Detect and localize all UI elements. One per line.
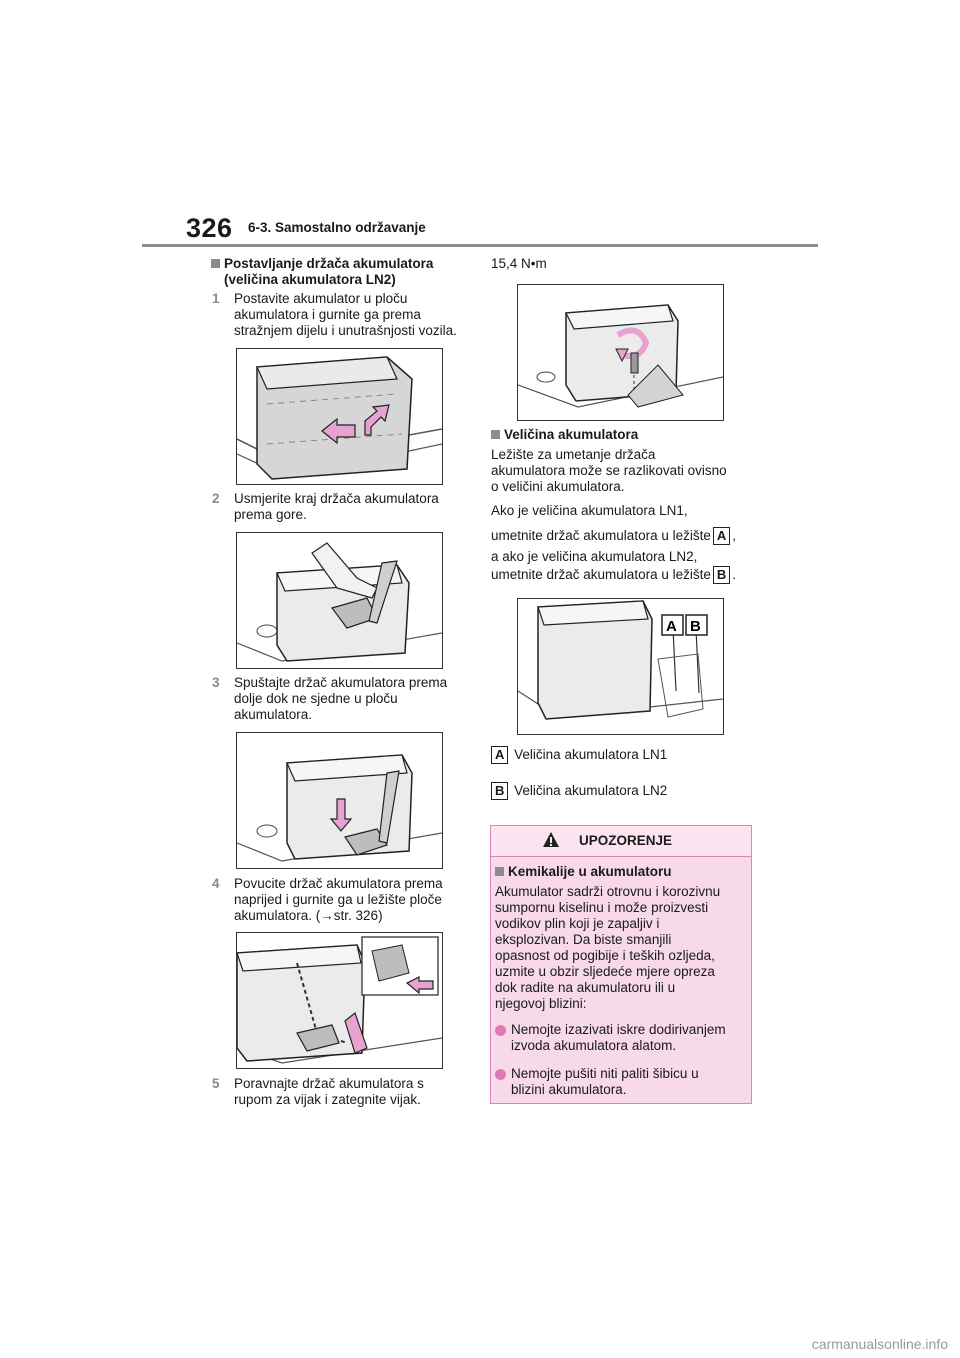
- illustration-size: A B: [517, 598, 724, 735]
- step-4: 4 Povucite držač akumulatora prema napri…: [212, 876, 443, 923]
- bolt-tighten-illustration: [518, 304, 723, 408]
- warning-bullet-2: Nemojte pušiti niti paliti šibicu u bliz…: [495, 1066, 699, 1098]
- section-title: Postavljanje držača akumulatora (veličin…: [211, 256, 433, 288]
- step-1: 1 Postavite akumulator u ploču akumulato…: [212, 291, 457, 338]
- illustration-step-2: [236, 532, 443, 669]
- bullet-dot-icon: [495, 1069, 506, 1080]
- warning-paragraph: Akumulator sadrži otrovnu i korozivnu su…: [495, 884, 721, 1011]
- size-slots-illustration: A B: [518, 600, 723, 720]
- square-bullet-icon: [491, 430, 500, 439]
- warning-triangle-icon: [543, 832, 559, 847]
- step-2: 2 Usmjerite kraj držača akumulatora prem…: [212, 491, 439, 522]
- step-3: 3 Spuštajte držač akumulatora prema dolj…: [212, 675, 448, 722]
- illustration-step-3: [236, 732, 443, 869]
- illustration-step-5: [517, 284, 724, 421]
- ln2-line: a ako je veličina akumulatora LN2,: [491, 549, 698, 564]
- bullet-dot-icon: [495, 1025, 506, 1036]
- callout-a: A: [666, 618, 677, 635]
- size-title: Veličina akumulatora: [491, 427, 638, 443]
- legend-badge-a: A: [491, 746, 509, 764]
- warning-subtitle: Kemikalije u akumulatoru: [495, 864, 672, 880]
- chapter-title: 6-3. Samostalno održavanje: [248, 220, 426, 235]
- warning-box: UPOZORENJE Kemikalije u akumulatoru Akum…: [490, 825, 752, 1104]
- ln1-line: Ako je veličina akumulatora LN1,: [491, 503, 688, 518]
- page-number: 326: [186, 213, 233, 243]
- legend-a: A Veličina akumulatora LN1: [491, 746, 667, 764]
- callout-b: B: [690, 618, 701, 635]
- holder-down-illustration: [237, 754, 442, 862]
- header-rule: [142, 244, 818, 247]
- legend-badge-b: B: [491, 782, 509, 800]
- holder-forward-illustration: [237, 936, 442, 1064]
- warning-header: UPOZORENJE: [491, 826, 751, 857]
- square-bullet-icon: [495, 867, 504, 876]
- footer-watermark[interactable]: carmanualsonline.info: [811, 1336, 948, 1352]
- holder-up-illustration: [237, 542, 442, 662]
- warning-bullet-1: Nemojte izazivati iskre dodirivanjem izv…: [495, 1022, 726, 1054]
- badge-a: A: [712, 527, 731, 545]
- legend-b: B Veličina akumulatora LN2: [491, 782, 667, 800]
- illustration-step-4: [236, 932, 443, 1069]
- illustration-step-1: [236, 348, 443, 485]
- torque-value: 15,4 N•m: [491, 256, 547, 271]
- battery-push-illustration: [237, 356, 442, 480]
- square-bullet-icon: [211, 259, 220, 268]
- step-5: 5 Poravnajte držač akumulatora s rupom z…: [212, 1076, 424, 1107]
- warning-title: UPOZORENJE: [579, 833, 673, 848]
- size-paragraph: Ležište za umetanje držača akumulatora m…: [491, 447, 727, 494]
- badge-b: B: [712, 566, 731, 584]
